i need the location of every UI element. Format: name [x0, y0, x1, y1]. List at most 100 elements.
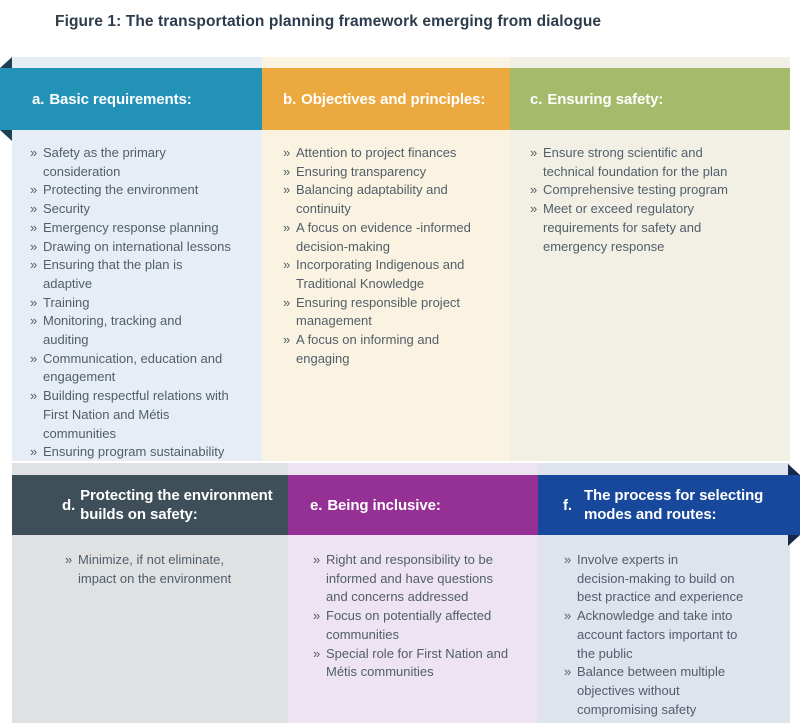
bullet-icon: » [283, 182, 291, 198]
panel-a-list: » Safety as the primary consideration » Pro… [12, 57, 262, 461]
list-item: »Special role for First Nation and Métis… [288, 645, 538, 682]
panel-f-header: f. The process for selecting modes and r… [538, 475, 800, 535]
bullet-icon: » [530, 182, 538, 198]
list-item: » Emergency response planning [12, 219, 262, 238]
list-item: » Right and responsibility to be informed… [288, 551, 538, 607]
bullet-icon: » [30, 219, 38, 235]
list-item-text: Ensuring responsible project management [296, 294, 461, 329]
list-item-text: Involve experts in decision-making to bu… [577, 552, 744, 605]
list-item: » Balance between multiple objectives wit… [538, 663, 790, 719]
panel-c-header-text: Ensuring safety: [547, 90, 664, 108]
bullet-icon: » [283, 294, 291, 310]
bullet-icon: » [313, 645, 321, 661]
list-item: » Involve experts in decision-making to b… [538, 551, 790, 607]
list-item-text: Minimize, if not eliminate, impact on th… [78, 552, 232, 586]
ribbon-fold-top-left-upper-icon [0, 57, 12, 68]
panel-a-header-text: Basic requirements: [49, 90, 192, 108]
bullet-icon: » [283, 257, 291, 273]
list-item-text: Acknowledge and take into account factor… [577, 608, 738, 661]
bullet-icon: » [30, 145, 38, 160]
list-item: » Security [12, 200, 262, 219]
bullet-icon: » [564, 608, 572, 624]
panel-d-header-text: Protecting the environment builds on saf… [80, 487, 273, 523]
bullet-icon: » [283, 163, 291, 179]
panel-e-header-marker: e. [310, 496, 323, 514]
bullet-icon: » [530, 201, 538, 217]
bullet-icon: » [530, 145, 538, 160]
list-item: » Ensuring responsible project management [262, 294, 510, 331]
bullet-icon: » [30, 388, 38, 404]
bullet-icon: » [30, 294, 38, 310]
bullet-icon: » [30, 182, 38, 198]
bullet-icon: » [30, 201, 38, 217]
panel-a-header-marker: a. [32, 90, 45, 108]
list-item-text: Comprehensive testing program [543, 182, 728, 198]
panel-c-header: c. Ensuring safety: [510, 68, 790, 130]
panel-d-header: d. Protecting the environment builds on … [12, 475, 288, 535]
list-item-text: Building respectful relations with First… [43, 388, 229, 441]
list-item-text: A focus on informing and engaging [296, 332, 440, 366]
panel-e-list: » Right and responsibility to be informed… [288, 463, 538, 682]
list-item-text: Ensuring that the plan is adaptive [43, 257, 183, 291]
list-item: » Ensuring transparency [262, 163, 510, 182]
list-item-text: Safety as the primary consideration [43, 145, 166, 179]
bullet-icon: » [283, 332, 291, 348]
panel-b-header-text: Objectives and principles: [301, 90, 486, 108]
bullet-icon: » [30, 350, 38, 366]
list-item: » Safety as the primary consideration [12, 144, 262, 181]
bullet-icon: » [283, 145, 291, 160]
list-item-text: Right and responsibility to be informed … [326, 552, 493, 605]
list-item-text: Ensure strong scientific and technical f… [543, 145, 728, 179]
list-item: » Minimize, if not eliminate, impact on t… [12, 551, 288, 588]
panel-f-header-text: The process for selecting modes and rout… [583, 487, 764, 523]
figure-title: Figure 1: The transportation planning fr… [55, 13, 602, 30]
bullet-icon: » [30, 257, 38, 273]
bullet-icon: » [65, 552, 73, 567]
list-item: » Monitoring, tracking and auditing [12, 312, 262, 349]
panel-c-list: » Ensure strong scientific and technical … [510, 57, 790, 256]
panel-b-header-marker: b. [283, 90, 297, 108]
list-item: »Incorporating Indigenous and Traditiona… [262, 256, 510, 293]
list-item: » Balancing adaptability and continuity [262, 181, 510, 218]
list-item: » Acknowledge and take into account facto… [538, 607, 790, 663]
list-item-text: Monitoring, tracking and auditing [43, 313, 182, 348]
bullet-icon: » [313, 552, 321, 567]
list-item: »Meet or exceed regulatory requirements … [510, 200, 790, 256]
list-item-text: Balance between multiple objectives with… [577, 664, 726, 717]
panel-f-list: » Involve experts in decision-making to b… [538, 463, 790, 719]
list-item: » A focus on evidence -informed decision-… [262, 219, 510, 256]
list-item: » Attention to project finances [262, 144, 510, 163]
bullet-icon: » [564, 664, 572, 680]
panel-c-header-marker: c. [530, 90, 543, 108]
bullet-icon: » [313, 608, 321, 624]
panel-b-header: b. Objectives and principles: [262, 68, 510, 130]
panel-f-header-marker: f. [563, 496, 572, 514]
list-item-text: Emergency response planning [43, 219, 219, 235]
panel-a-header: a. Basic requirements: [0, 68, 262, 130]
list-item-text: Training [43, 294, 90, 310]
list-item-text: Focus on potentially affected communitie… [326, 608, 492, 642]
list-item-text: A focus on evidence -informed decision-m… [296, 219, 471, 254]
list-item-text: Ensuring program sustainability [43, 444, 225, 460]
ribbon-fold-bottom-right-lower-icon [788, 535, 800, 546]
bullet-icon: » [30, 238, 38, 254]
bullet-icon: » [30, 313, 38, 329]
list-item: » Drawing on international lessons [12, 238, 262, 257]
panel-b-list: » Attention to project finances » Ensuring … [262, 57, 510, 368]
list-item-text: Drawing on international lessons [43, 238, 231, 254]
bottom-ribbon-band: d. Protecting the environment builds on … [12, 475, 800, 535]
bullet-icon: » [283, 219, 291, 235]
ribbon-fold-top-left-lower-icon [0, 130, 12, 141]
list-item-text: Balancing adaptability and continuity [296, 182, 448, 217]
bullet-icon: » [564, 552, 572, 567]
panel-d-header-marker: d. [62, 496, 76, 514]
list-item: » Communication, education and engagement [12, 350, 262, 387]
list-item-text: Security [43, 201, 90, 217]
list-item-text: Ensuring transparency [296, 163, 427, 179]
list-item: » A focus on informing and engaging [262, 331, 510, 368]
list-item-text: Communication, education and engagement [43, 350, 223, 385]
list-item: » Protecting the environment [12, 181, 262, 200]
list-item-text: Protecting the environment [43, 182, 199, 198]
list-item-text: Attention to project finances [296, 145, 457, 160]
